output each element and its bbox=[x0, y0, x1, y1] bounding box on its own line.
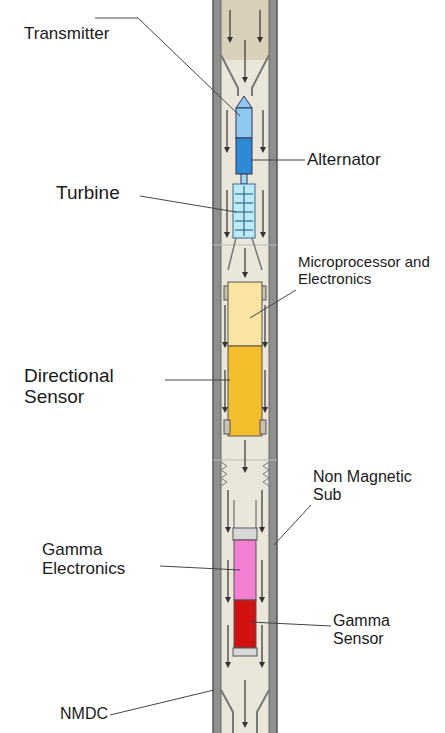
turbine-blades bbox=[235, 186, 253, 236]
leader-lines bbox=[95, 18, 331, 715]
part-label: Turbine bbox=[56, 182, 166, 203]
part-label: Non Magnetic Sub bbox=[313, 468, 438, 504]
gamma-sensor-body bbox=[234, 600, 256, 648]
turbine-body bbox=[233, 184, 255, 238]
part-label: Transmitter bbox=[24, 24, 154, 43]
part-label: Directional Sensor bbox=[24, 365, 174, 408]
flow-arrows bbox=[225, 10, 265, 725]
part-label: Gamma Sensor bbox=[333, 612, 438, 648]
part-label: Microprocessor and Electronics bbox=[298, 254, 438, 288]
transmitter-body bbox=[236, 108, 252, 138]
part-label: NMDC bbox=[60, 705, 140, 723]
part-label: Gamma Electronics bbox=[42, 540, 162, 578]
directional-sensor-body bbox=[228, 346, 262, 436]
part-label: Alternator bbox=[307, 150, 437, 169]
transmitter-tip bbox=[236, 96, 252, 108]
alternator-body bbox=[236, 138, 252, 174]
